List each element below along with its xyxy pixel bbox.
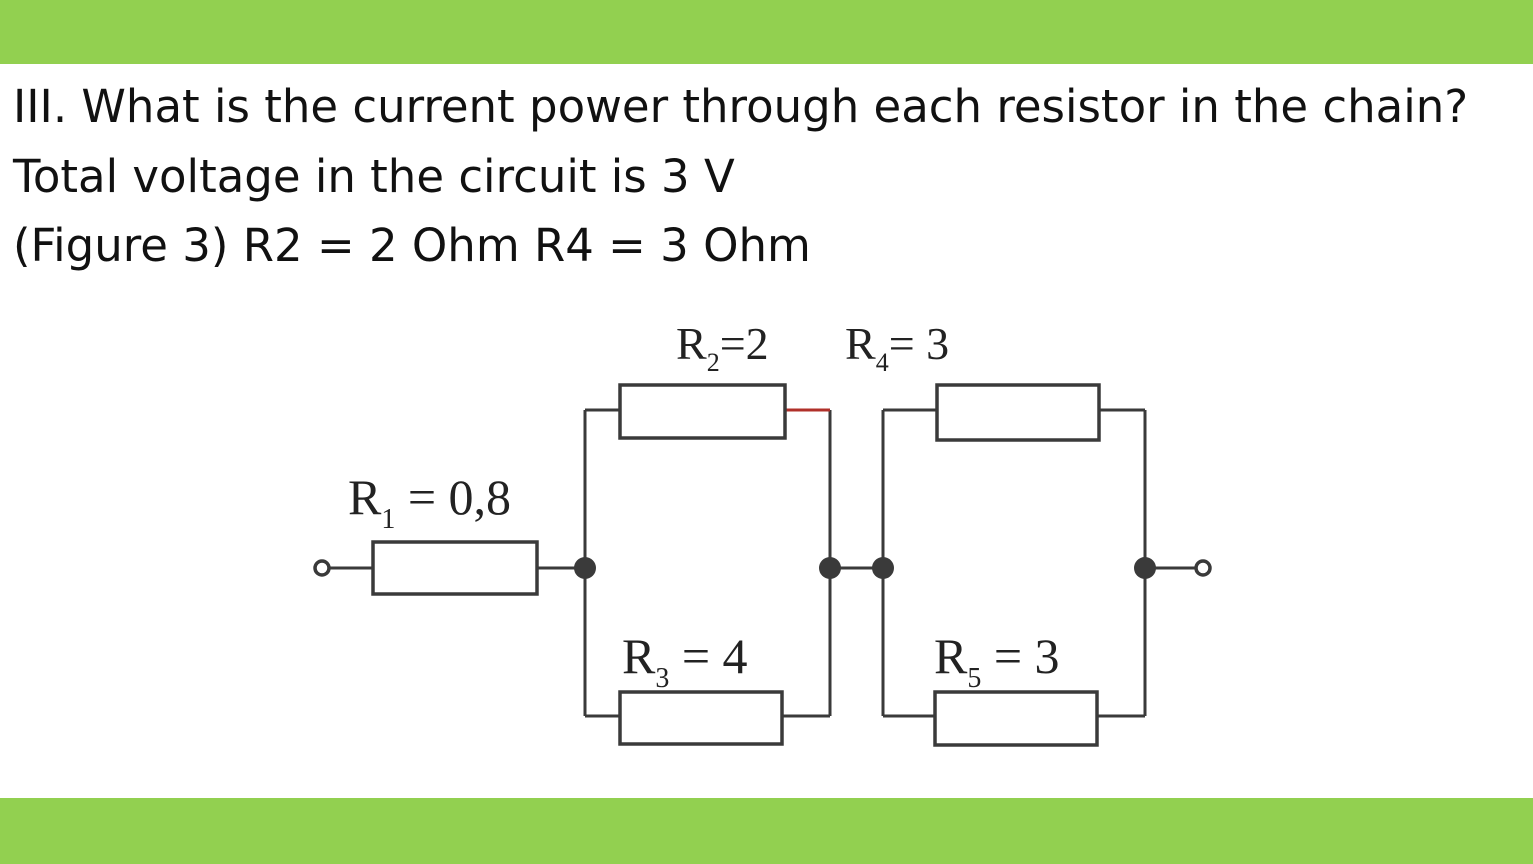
resistor-r3 — [618, 690, 784, 746]
junction-dot — [819, 557, 841, 579]
label-r1: R1 = 0,8 — [348, 469, 511, 535]
resistor-r1 — [371, 540, 539, 596]
resistor-r4 — [935, 383, 1101, 442]
resistor-r5 — [933, 690, 1099, 747]
resistor-r2 — [618, 383, 787, 440]
output-terminal — [1194, 559, 1212, 577]
label-r5: R5 = 3 — [934, 628, 1060, 694]
question-line-1: III. What is the current power through e… — [13, 80, 1469, 133]
junction-dot — [1134, 557, 1156, 579]
question-line-2: Total voltage in the circuit is 3 V — [13, 150, 735, 203]
input-terminal — [313, 559, 331, 577]
junction-dot — [574, 557, 596, 579]
label-r2: R2=2 — [676, 318, 769, 377]
junction-dot — [872, 557, 894, 579]
top-green-band — [0, 0, 1533, 64]
question-line-3: (Figure 3) R2 = 2 Ohm R4 = 3 Ohm — [13, 219, 811, 272]
label-r3: R3 = 4 — [622, 628, 748, 694]
label-r4: R4= 3 — [845, 318, 949, 377]
bottom-green-band — [0, 798, 1533, 864]
